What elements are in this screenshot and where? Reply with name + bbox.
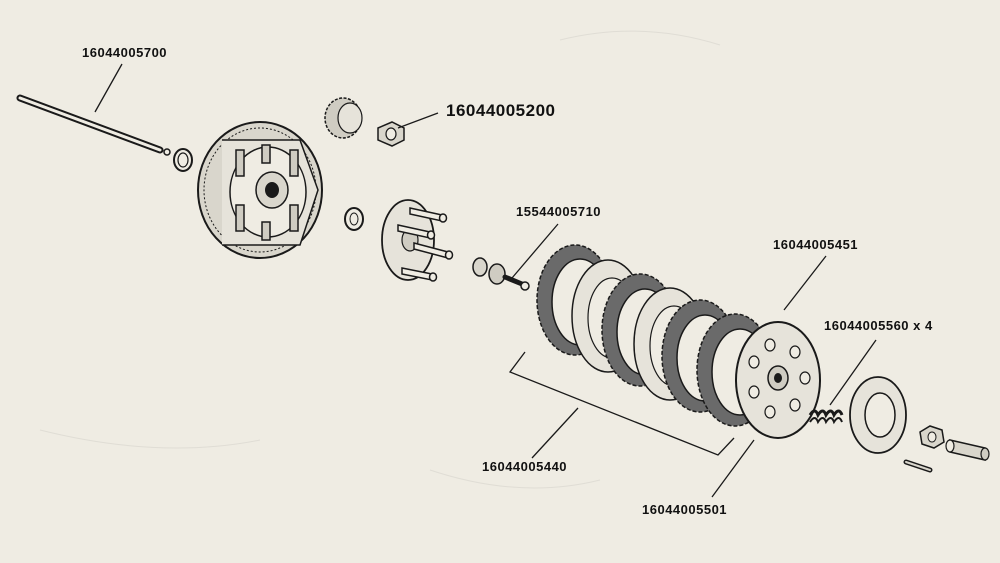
- small-washer-part: [173, 148, 193, 172]
- label-nut: 16044005200: [446, 101, 556, 120]
- spring-part: [808, 409, 844, 425]
- label-pressure-plate: 16044005451: [773, 237, 859, 252]
- label-plates-set: 16044005440: [482, 459, 568, 474]
- leader-pressure-plate: [783, 255, 827, 311]
- pressure-plate-part: [735, 321, 821, 439]
- end-sleeve-part: [945, 439, 990, 461]
- leader-cover-plate: [711, 439, 755, 498]
- leader-lines: [94, 63, 877, 498]
- leader-plates-bracket: [508, 351, 735, 456]
- hub-washer-part: [344, 207, 364, 231]
- paper-smudges: [39, 30, 721, 489]
- leader-springs: [829, 339, 877, 406]
- pushrod-part: [16, 94, 171, 156]
- leader-nut: [397, 112, 439, 129]
- leader-pushrod: [94, 63, 123, 113]
- inner-hub-part: [381, 199, 454, 282]
- end-nut-part: [919, 425, 945, 449]
- label-springs: 16044005560 x 4: [824, 318, 933, 333]
- label-cover-plate: 16044005501: [642, 502, 728, 517]
- label-washer: 15544005710: [516, 204, 602, 219]
- clutch-basket-part: [197, 121, 323, 259]
- pinion-gear-part: [324, 97, 363, 139]
- clutch-plate-stack: [536, 244, 774, 427]
- spring-plate-part: [849, 376, 907, 454]
- nut-part: [377, 121, 405, 147]
- end-bolt-part: [903, 459, 933, 473]
- leader-washer: [511, 223, 559, 279]
- thrust-washer-part: [472, 257, 530, 291]
- label-pushrod: 16044005700: [82, 45, 168, 60]
- leader-plates-set: [531, 407, 579, 459]
